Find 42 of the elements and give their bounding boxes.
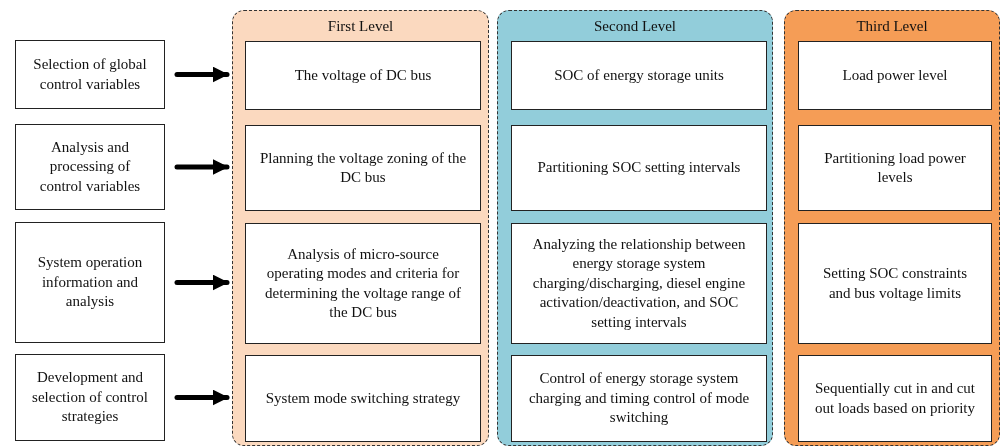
box-text: Planning the voltage zoning of the DC bus [258,148,468,187]
arrow [174,66,230,83]
panel-title: Third Level [855,17,929,36]
process-box [15,222,165,343]
process-box [245,41,481,110]
box-text: Selection of global control variables [32,55,148,94]
box-text: System operation information and analysis [36,253,144,312]
box-text: Analysis and processing of control variables [38,137,142,196]
process-box [15,354,165,441]
box-text: Analyzing the relationship between energy storage system charging/discharging, diesel engine activation/deactivation, and SOC setting intervals [531,234,747,332]
box-text: Load power level [842,65,948,85]
box-text: Analysis of micro-source operating modes and criteria for determining the voltage range of the DC bus [264,244,462,322]
box-text: Control of energy storage system charging and timing control of mode switching [527,369,751,428]
box-text: Sequentially cut in and cut out loads based on priority [814,379,976,418]
process-box [511,41,767,110]
level-panel [784,10,1000,446]
process-box [511,125,767,211]
process-box [511,355,767,442]
box-text: Partitioning load power levels [823,148,967,187]
box-text: Setting SOC constraints and bus voltage limits [821,264,969,303]
arrow [174,274,230,291]
box-text: Development and selection of control strategies [31,368,149,427]
process-box [798,41,992,110]
process-box [15,124,165,210]
process-box [798,125,992,211]
process-box [798,223,992,344]
process-box [245,125,481,211]
arrow [174,389,230,406]
level-panel [232,10,489,446]
arrow [174,159,230,175]
panel-title: First Level [326,17,395,36]
box-text: Partitioning SOC setting intervals [537,158,741,178]
process-box [511,223,767,344]
process-box [245,355,481,442]
process-box [15,40,165,109]
process-box [798,355,992,442]
box-text: SOC of energy storage units [554,65,724,85]
box-text: The voltage of DC bus [294,65,432,85]
box-text: System mode switching strategy [265,388,461,408]
process-box [245,223,481,344]
panel-title: Second Level [592,17,678,36]
level-panel [497,10,773,446]
